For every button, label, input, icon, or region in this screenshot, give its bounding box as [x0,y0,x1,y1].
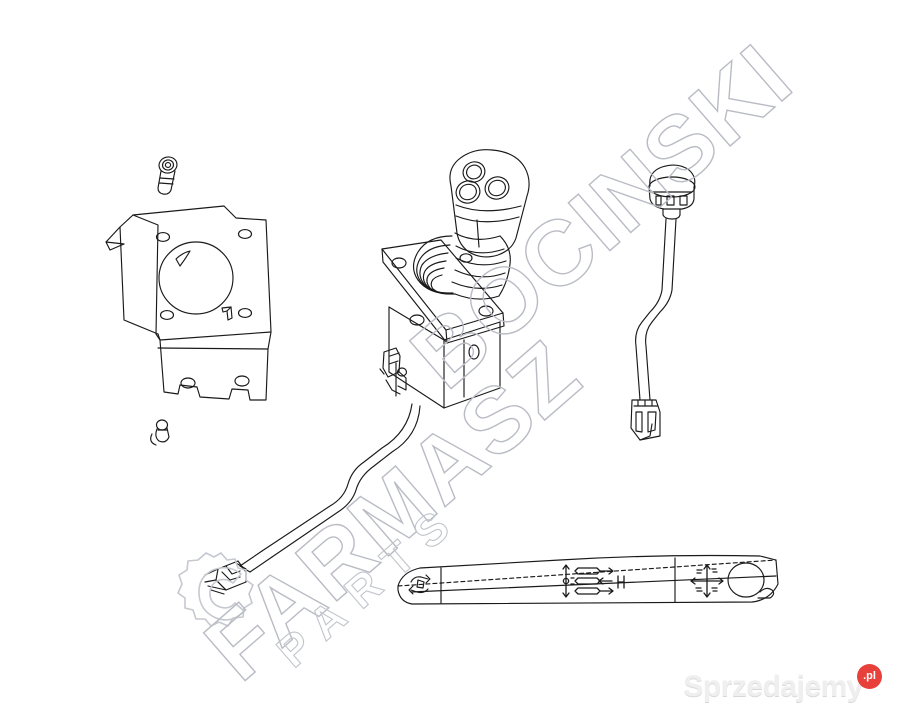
decal-icon [397,554,779,605]
sprzedajemy-brand: Sprzedajemy .pl [683,664,882,703]
brand-tld-badge: .pl [857,664,882,689]
circular-cutout [727,562,775,599]
joystick-icon [379,149,530,409]
bolt-icon [157,156,178,195]
rotate-swap-symbol [408,574,431,595]
rivet-icon [150,419,170,446]
brand-wordmark: Sprzedajemy [683,670,863,703]
joystick-direction-cross-symbol [690,564,724,598]
switch-icon [630,164,696,441]
hydraulic-flow-symbol [562,564,625,598]
cable-icon [204,403,421,595]
bracket-icon [105,205,272,401]
